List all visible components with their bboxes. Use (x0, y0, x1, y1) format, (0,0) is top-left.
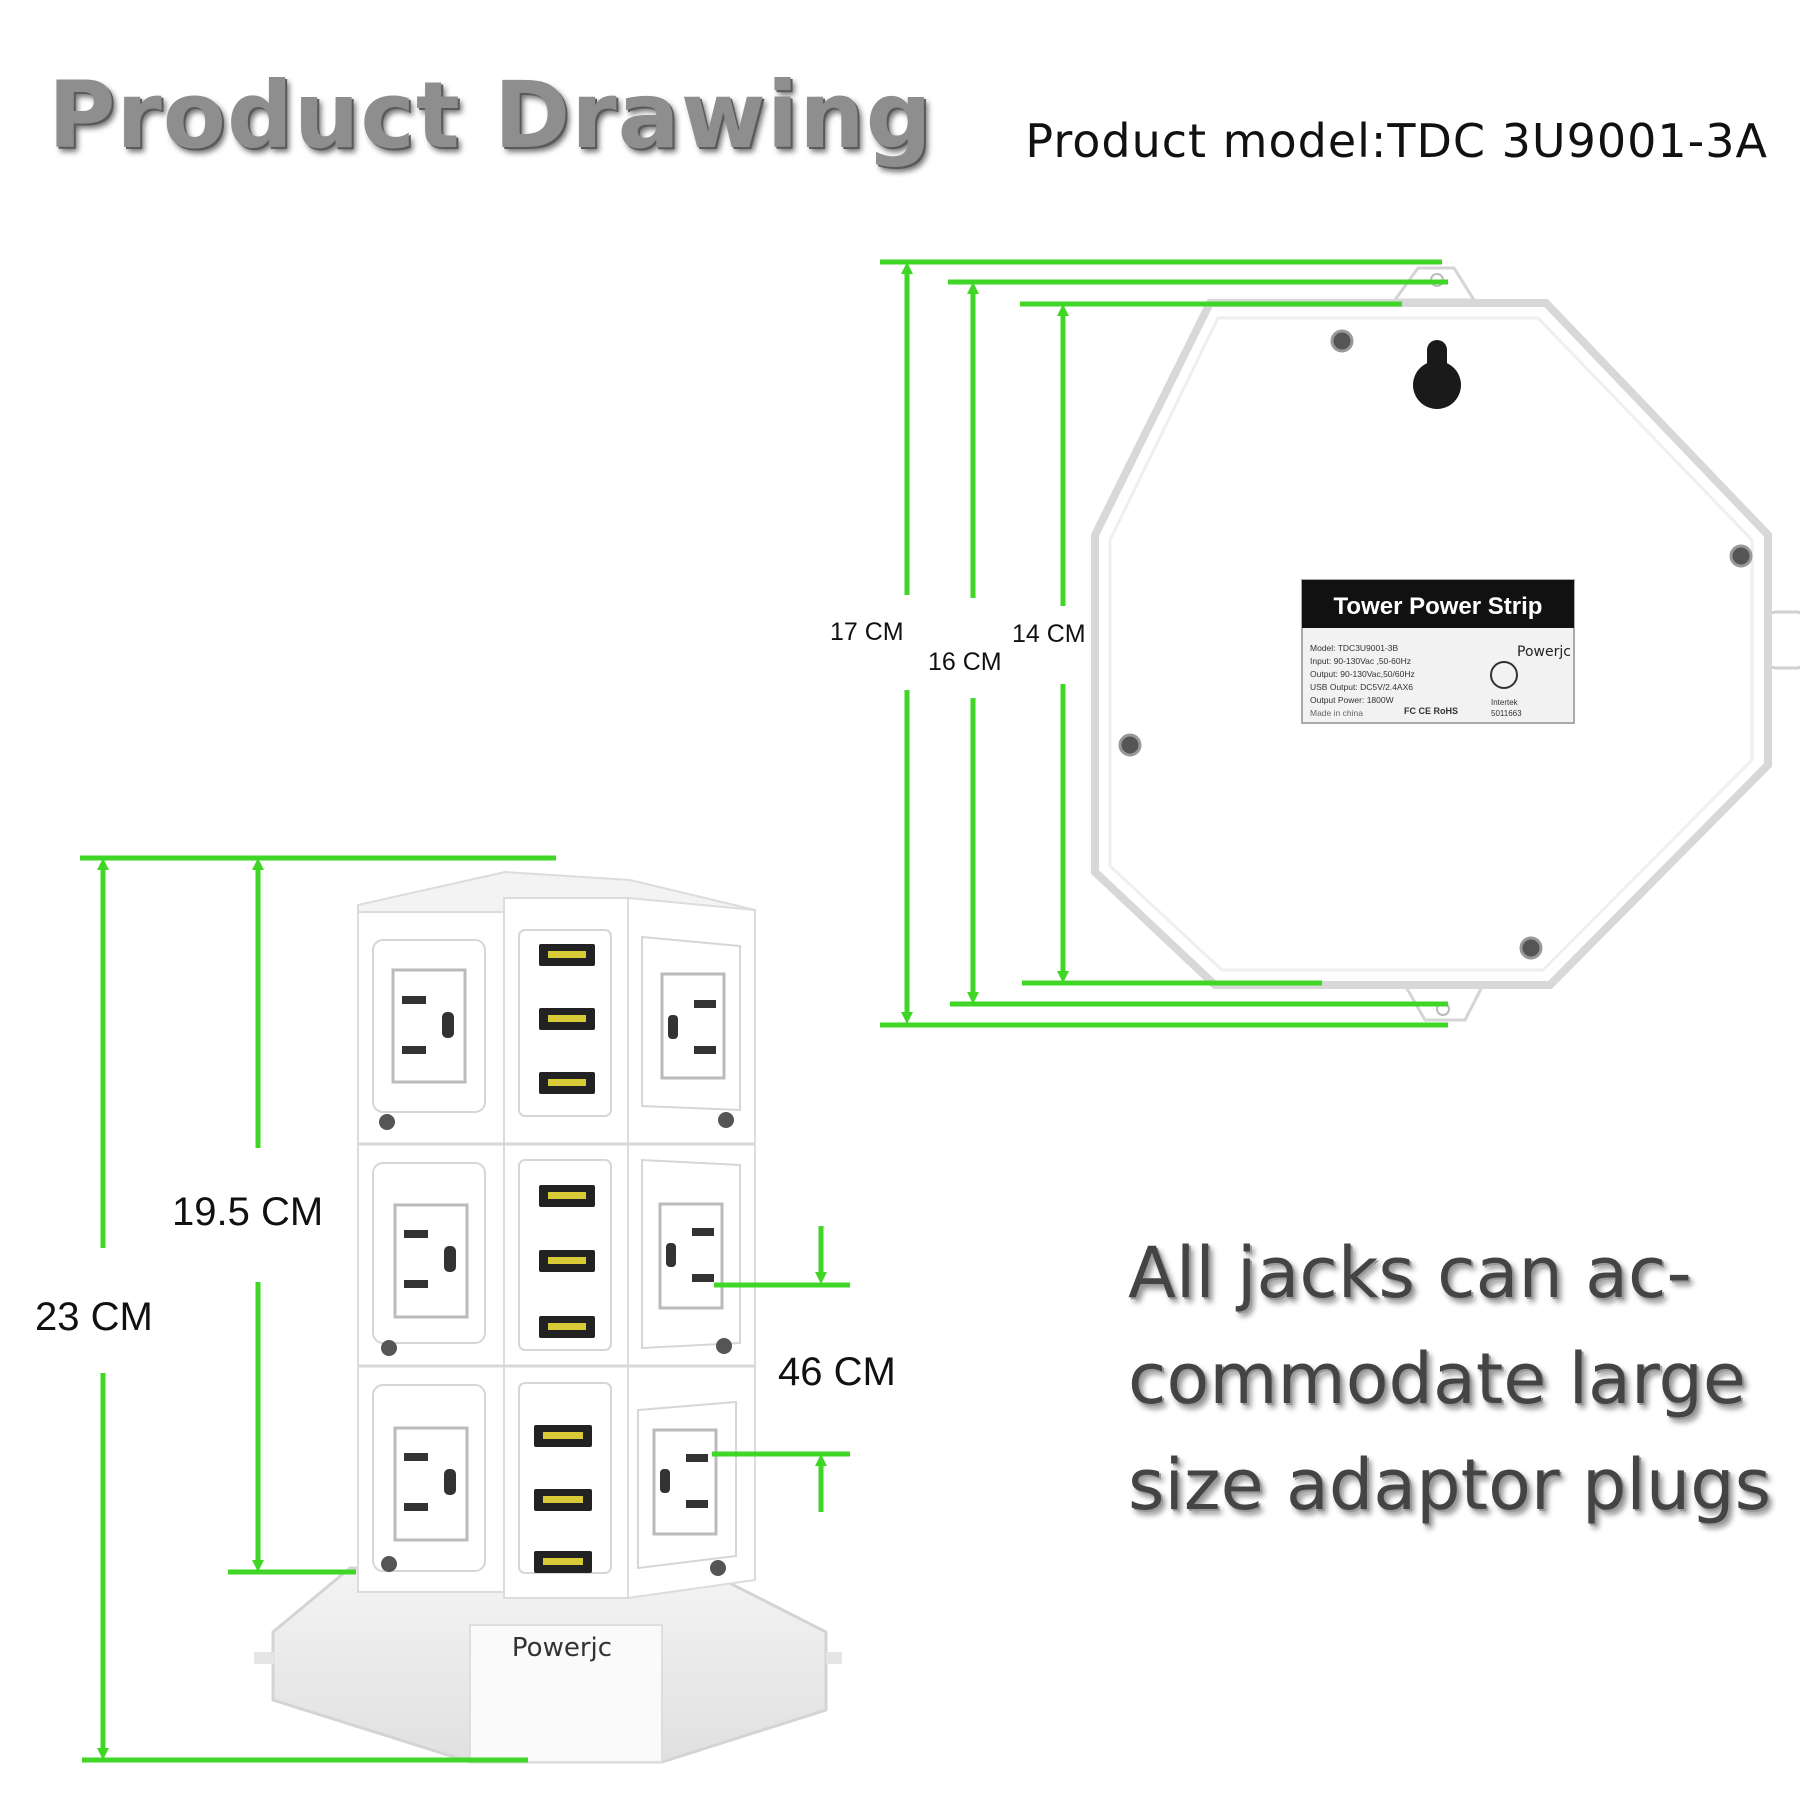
label-marks: FC CE RoHS (1404, 706, 1458, 716)
feature-line-3: size adaptor plugs (1128, 1444, 1772, 1526)
label-line-3: Output: 90-130Vac,50/60Hz (1310, 669, 1415, 679)
back-view: Tower Power Strip Powerjc Model: TDC3U90… (1091, 266, 1800, 1022)
feature-caption: All jacks can ac- commodate large size a… (1128, 1220, 1788, 1538)
ac-outlet-icon (393, 1203, 469, 1319)
ac-outlet-icon (393, 1426, 469, 1542)
screw-icon (1519, 936, 1543, 960)
dimension-label-46cm: 46 CM (778, 1350, 896, 1394)
etl-icon (1490, 661, 1518, 689)
label-brand: Powerjc (1517, 644, 1571, 660)
dimension-label-16cm: 16 CM (928, 648, 1002, 676)
dimension-label-17cm: 17 CM (830, 618, 904, 646)
tower-dimension-lines (80, 855, 850, 1763)
dimension-label-19-5cm: 19.5 CM (172, 1190, 324, 1234)
label-heading: Tower Power Strip (1334, 593, 1543, 620)
ac-outlet-icon (391, 968, 467, 1084)
page-title: Product Drawing (48, 62, 933, 169)
back-dimension-lines (880, 259, 1448, 1028)
dimension-label-14cm: 14 CM (1012, 620, 1086, 648)
feature-line-2: commodate large (1128, 1338, 1747, 1420)
label-cert-no: 5011663 (1491, 709, 1522, 718)
label-line-5: Output Power: 1800W (1310, 695, 1394, 705)
tower-brand-logo: Powerjc (512, 1633, 612, 1663)
screw-icon (1118, 733, 1142, 757)
feature-line-1: All jacks can ac- (1128, 1232, 1692, 1314)
label-line-2: Input: 90-130Vac ,50-60Hz (1310, 656, 1411, 666)
label-cert: Intertek (1491, 698, 1519, 707)
label-line-1: Model: TDC3U9001-3B (1310, 643, 1399, 653)
dimension-label-23cm: 23 CM (35, 1295, 153, 1339)
screw-icon (1729, 544, 1753, 568)
screw-icon (1330, 329, 1354, 353)
product-model: Product model:TDC 3U9001-3A (1025, 114, 1768, 168)
label-line-6: Made in china (1310, 708, 1363, 718)
ac-outlet-icon (658, 1202, 724, 1310)
tower-view: Powerjc (254, 870, 842, 1764)
label-line-4: USB Output: DC5V/2.4AX6 (1310, 682, 1413, 692)
